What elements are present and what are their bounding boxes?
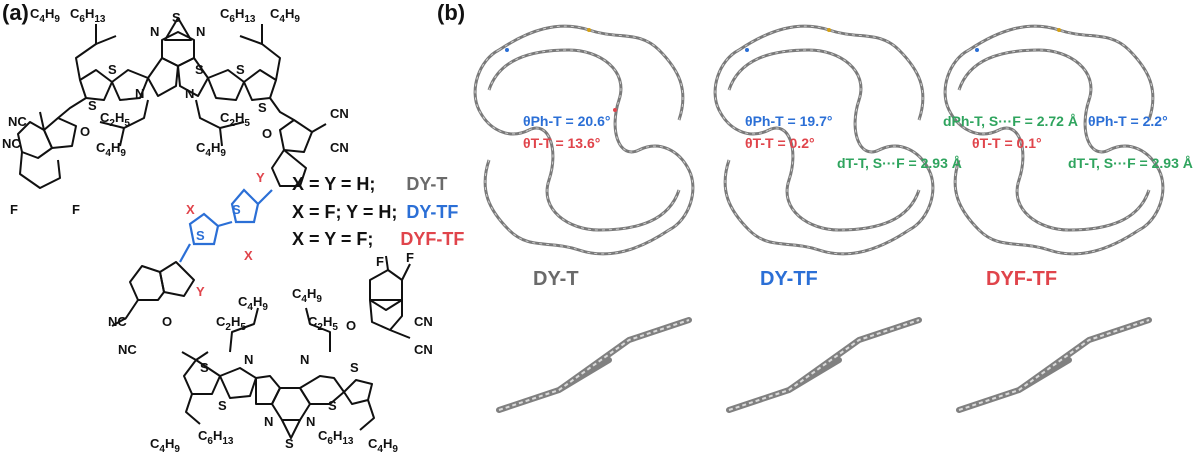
molecule-name-dyf-tf: DYF-TF (986, 268, 1058, 290)
nc-label: NC (2, 136, 21, 151)
atom-s: S (236, 62, 245, 77)
annotation-dyftf-theta-tt: θT-T = 0.1° (972, 135, 1042, 151)
atom-s: S (200, 360, 209, 375)
upper-fused-core: S N N N N S S S S S (75, 10, 281, 147)
alkyl-c4h9: C4H9 (238, 294, 268, 313)
atom-s: S (196, 228, 205, 243)
legend-condition: X = F; Y = H; (292, 202, 398, 222)
atom-f: F (10, 202, 18, 217)
atom-s: S (195, 62, 204, 77)
alkyl-c6h13: C6H13 (318, 428, 354, 447)
side-view-dy-tf (729, 320, 919, 410)
end-group-bottom-right (369, 255, 411, 339)
legend-condition: X = Y = H; (292, 174, 376, 194)
atom-n: N (300, 352, 309, 367)
bithiophene-bridge (179, 188, 273, 263)
alkyl-c4h9: C4H9 (150, 436, 180, 454)
atom-s: S (88, 98, 97, 113)
annotation-dyt-theta-tt: θT-T = 13.6° (523, 135, 601, 151)
atom-o: O (162, 314, 172, 329)
atom-s: S (350, 360, 359, 375)
atom-s: S (218, 398, 227, 413)
atom-o: O (262, 126, 272, 141)
legend-row: X = Y = F; DYF-TF (292, 229, 464, 250)
atom-f: F (72, 202, 80, 217)
nc-label: NC (108, 314, 127, 329)
alkyl-c4h9: C4H9 (30, 6, 60, 25)
atom-n: N (196, 24, 205, 39)
legend-name: DY-TF (406, 202, 459, 222)
alkyl-c4h9: C4H9 (368, 436, 398, 454)
alkyl-c2h5: C2H5 (100, 110, 130, 129)
atom-x: X (244, 248, 253, 263)
crystal-dy-t (473, 24, 695, 256)
atom-n: N (135, 86, 144, 101)
alkyl-c6h13: C6H13 (70, 6, 106, 25)
alkyl-c2h5: C2H5 (308, 314, 338, 333)
legend-name: DYF-TF (400, 229, 465, 249)
annotation-dyftf-d-pht: dPh-T, S···F = 2.72 Å (943, 113, 1078, 129)
atom-f: F (406, 250, 414, 265)
crystal-structures (473, 24, 1165, 454)
side-view-dyf-tf (959, 320, 1149, 410)
alkyl-c4h9: C4H9 (270, 6, 300, 25)
annotation-dytf-theta-pht: θPh-T = 19.7° (745, 113, 833, 129)
atom-n: N (306, 414, 315, 429)
legend-row: X = Y = H; DY-T (292, 174, 447, 195)
annotation-dyftf-theta-pht: θPh-T = 2.2° (1088, 113, 1168, 129)
crystal-dyf-tf (943, 24, 1165, 256)
cn-label: CN (330, 140, 349, 155)
annotation-dytf-theta-tt: θT-T = 0.2° (745, 135, 815, 151)
atom-n: N (264, 414, 273, 429)
end-group-bottom-left (111, 261, 195, 327)
atom-n: N (150, 24, 159, 39)
cn-label: CN (414, 314, 433, 329)
atom-s: S (258, 100, 267, 115)
legend-row: X = F; Y = H; DY-TF (292, 202, 458, 223)
chemical-structure: S N N N N S S S S S C4H9 C6H13 C6H13 C4H… (2, 6, 433, 454)
cn-label: CN (414, 342, 433, 357)
alkyl-c4h9: C4H9 (196, 140, 226, 159)
atom-o: O (80, 124, 90, 139)
alkyl-c4h9: C4H9 (96, 140, 126, 159)
atom-s: S (108, 62, 117, 77)
alkyl-c6h13: C6H13 (220, 6, 256, 25)
panel-a-label: (a) (2, 0, 29, 25)
atom-n: N (185, 86, 194, 101)
atom-s: S (285, 436, 294, 451)
crystal-dy-tf (713, 24, 935, 256)
atom-f: F (376, 254, 384, 269)
molecule-name-dy-tf: DY-TF (760, 268, 818, 290)
atom-s: S (328, 398, 337, 413)
end-group-top-left (17, 97, 87, 189)
legend-condition: X = Y = F; (292, 229, 374, 249)
nc-label: NC (8, 114, 27, 129)
atom-s: S (172, 10, 181, 25)
annotation-dytf-d-tt: dT-T, S···F = 2.93 Å (837, 155, 962, 171)
alkyl-c2h5: C2H5 (216, 314, 246, 333)
panel-b-label: (b) (437, 0, 466, 25)
nc-label: NC (118, 342, 137, 357)
atom-y: Y (256, 170, 265, 185)
alkyl-c4h9: C4H9 (292, 286, 322, 305)
legend-name: DY-T (406, 174, 448, 194)
atom-y: Y (196, 284, 205, 299)
annotation-dyt-theta-pht: θPh-T = 20.6° (523, 113, 611, 129)
annotation-dyftf-d-tt: dT-T, S···F = 2.93 Å (1068, 155, 1193, 171)
lower-fused-core (181, 307, 375, 439)
molecule-name-dy-t: DY-T (533, 268, 579, 290)
atom-s: S (232, 202, 241, 217)
atom-n: N (244, 352, 253, 367)
alkyl-c6h13: C6H13 (198, 428, 234, 447)
atom-x: X (186, 202, 195, 217)
cn-label: CN (330, 106, 349, 121)
side-view-dy-t (499, 320, 689, 410)
alkyl-c2h5: C2H5 (220, 110, 250, 129)
end-group-top-right (269, 97, 327, 187)
atom-o: O (346, 318, 356, 333)
